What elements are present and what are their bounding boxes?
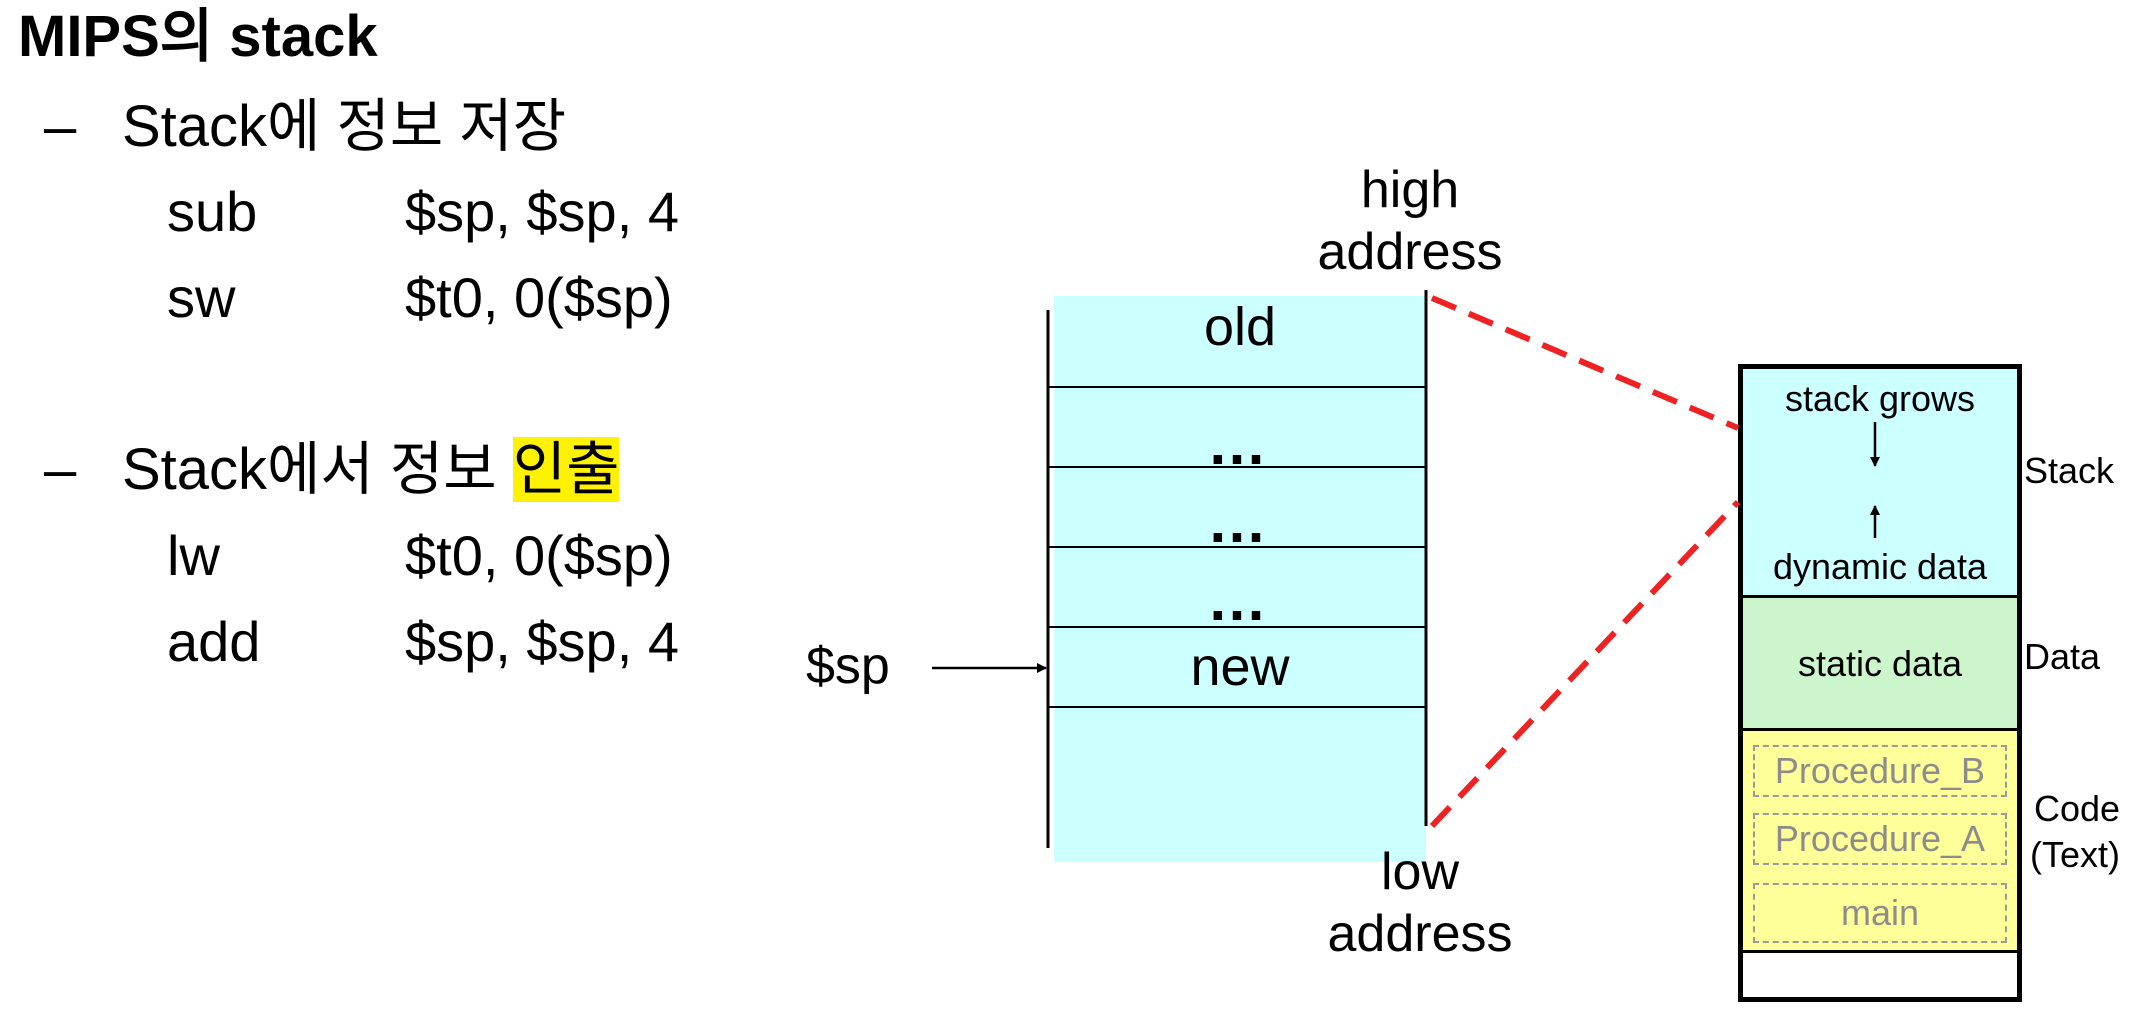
procedure-b-box: Procedure_B	[1753, 745, 2007, 797]
pop-bullet-text: Stack에서 정보	[122, 437, 513, 502]
push-bullet: –Stack에 정보 저장	[44, 98, 566, 156]
code-args: $sp, $sp, 4	[405, 180, 679, 243]
code-op: lw	[167, 524, 220, 587]
code-op: add	[167, 610, 261, 673]
stack-cell-new: new	[1190, 637, 1290, 697]
highlighted-text: 인출	[512, 437, 620, 502]
stack-segment: stack grows dynamic data	[1743, 369, 2017, 598]
stack-grows-label: stack grows	[1784, 378, 1976, 419]
main-box: main	[1753, 883, 2007, 943]
stack-cell-old: old	[1203, 297, 1277, 357]
memory-map: stack grows dynamic data static data Pro…	[1738, 364, 2022, 1002]
code-op: sw	[167, 266, 236, 329]
bullet-dash: –	[44, 437, 77, 502]
procedure-a-box: Procedure_A	[1753, 813, 2007, 865]
stack-cell-ellipsis: …	[1207, 566, 1273, 633]
stack-cell-ellipsis: …	[1207, 488, 1273, 555]
low-address-label-1: low	[1380, 843, 1460, 901]
dynamic-data-label: dynamic data	[1772, 546, 1988, 587]
low-address-label-2: address	[1327, 905, 1513, 963]
bullet-dash: –	[44, 94, 77, 159]
code-segment-label-1: Code	[2034, 788, 2121, 829]
static-data-label: static data	[1797, 643, 1963, 684]
code-op: sub	[167, 180, 258, 243]
data-segment: static data	[1743, 598, 2017, 731]
stack-cell-ellipsis: …	[1207, 410, 1273, 477]
zoom-line-top	[1430, 295, 1740, 431]
code-segment: Procedure_B Procedure_A main	[1743, 731, 2017, 953]
code-args: $t0, 0($sp)	[405, 266, 673, 329]
zoom-line-bottom	[1429, 499, 1741, 829]
code-args: $t0, 0($sp)	[405, 524, 673, 587]
pop-bullet: –Stack에서 정보 인출	[44, 437, 620, 502]
code-args: $sp, $sp, 4	[405, 610, 679, 673]
high-address-label-1: high	[1360, 161, 1460, 219]
stack-region: old … … … new	[1054, 296, 1426, 862]
stack-segment-label: Stack	[2024, 450, 2115, 491]
high-address-label-2: address	[1317, 223, 1503, 281]
push-bullet-text: Stack에 정보 저장	[122, 94, 567, 159]
data-segment-label: Data	[2024, 636, 2101, 677]
code-segment-label-2: (Text)	[2030, 834, 2120, 875]
slide-title: MIPS의 stack	[18, 4, 378, 69]
sp-pointer-label: $sp	[806, 637, 890, 695]
